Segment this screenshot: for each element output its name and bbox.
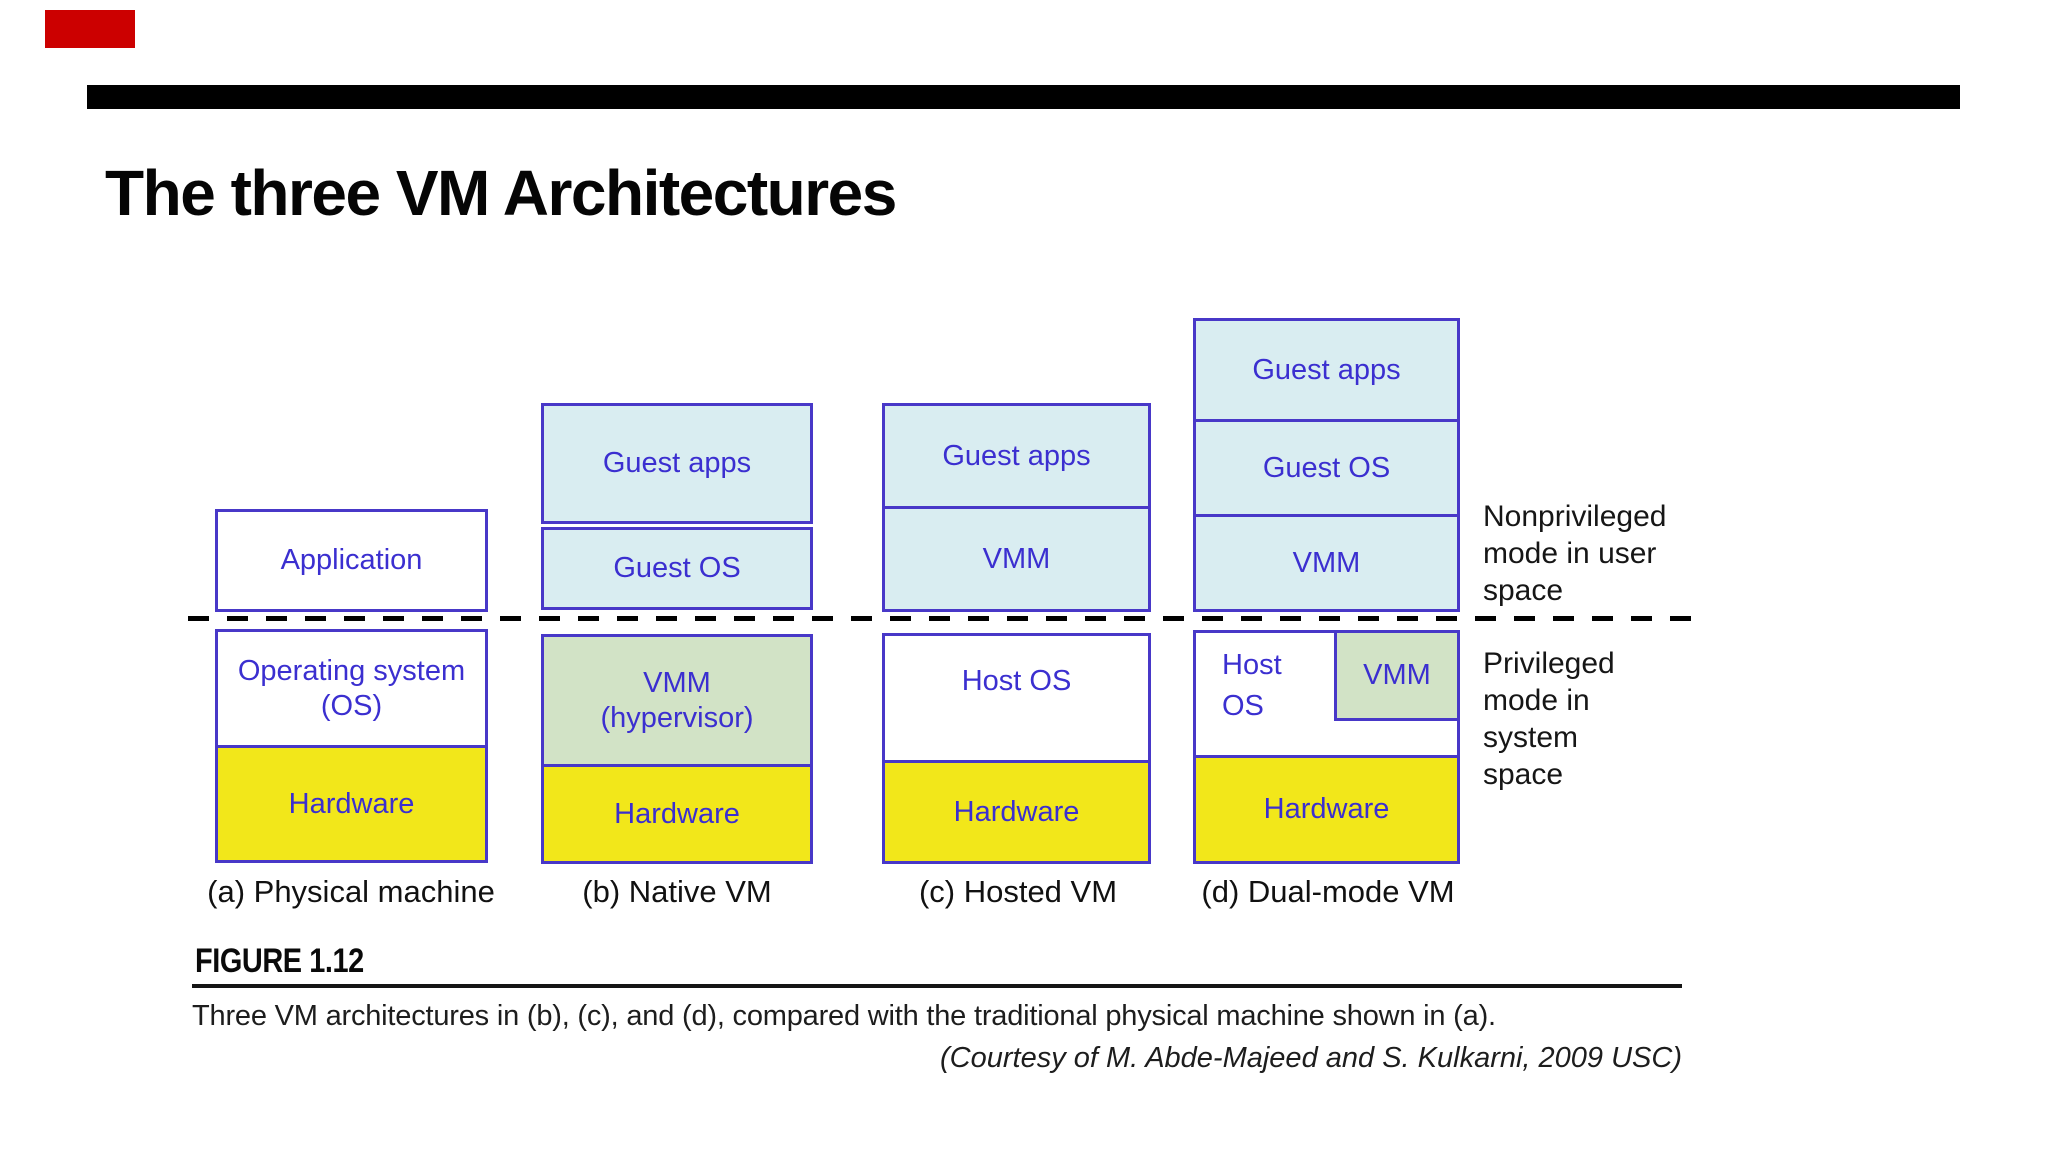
- hardware-label-c: Hardware: [953, 795, 1080, 828]
- hardware-box-a: Hardware: [215, 745, 488, 863]
- vmm-user-label-d: VMM: [1292, 546, 1361, 579]
- privileged-mode-label: Privileged mode in system space: [1483, 645, 1615, 793]
- caption-dual-mode-vm: (d) Dual-mode VM: [1201, 874, 1455, 909]
- figure-rule: [192, 984, 1682, 988]
- nonprivileged-line3: space: [1483, 574, 1564, 607]
- vmm-label-c: VMM: [982, 542, 1051, 575]
- hardware-box-d: Hardware: [1193, 755, 1460, 864]
- hardware-label-a: Hardware: [288, 787, 415, 820]
- nonprivileged-line2: mode in user: [1483, 537, 1657, 570]
- privilege-boundary-dashed-line: [188, 616, 1692, 621]
- guest-os-label-d: Guest OS: [1262, 451, 1391, 484]
- guest-apps-box-c: Guest apps: [882, 403, 1151, 509]
- figure-number-label: FIGURE 1.12: [195, 942, 364, 980]
- top-divider-bar: [87, 85, 1960, 109]
- os-label-line1: Operating system: [237, 654, 466, 687]
- guest-os-box-d: Guest OS: [1193, 419, 1460, 517]
- hardware-label-d: Hardware: [1263, 793, 1390, 825]
- hardware-box-c: Hardware: [882, 760, 1151, 864]
- slide-title: The three VM Architectures: [105, 157, 897, 229]
- privileged-line2: mode in: [1483, 684, 1590, 717]
- guest-apps-label-d: Guest apps: [1252, 353, 1401, 386]
- figure-caption: Three VM architectures in (b), (c), and …: [192, 1000, 1496, 1032]
- hardware-label-b: Hardware: [614, 797, 740, 830]
- caption-physical-machine: (a) Physical machine: [207, 874, 495, 909]
- guest-apps-box-d: Guest apps: [1193, 318, 1460, 422]
- vmm-label-line1-b: VMM: [643, 666, 711, 699]
- vmm-system-box-d: VMM: [1334, 630, 1460, 721]
- application-label: Application: [280, 544, 423, 576]
- caption-native-vm: (b) Native VM: [582, 874, 772, 909]
- privileged-line1: Privileged: [1483, 647, 1615, 680]
- guest-apps-label-c: Guest apps: [942, 439, 1091, 472]
- guest-apps-label-b: Guest apps: [602, 447, 752, 479]
- vmm-hypervisor-box-b: VMM (hypervisor): [541, 634, 813, 767]
- nonprivileged-mode-label: Nonprivileged mode in user space: [1483, 498, 1666, 609]
- operating-system-box-a: Operating system (OS): [215, 629, 488, 748]
- guest-os-box-b: Guest OS: [541, 527, 813, 610]
- figure-courtesy-credit: (Courtesy of M. Abde-Majeed and S. Kulka…: [940, 1042, 1682, 1074]
- host-os-label-c: Host OS: [961, 665, 1072, 697]
- application-box-a: Application: [215, 509, 488, 612]
- host-os-label-line1-d: Host: [1222, 649, 1282, 681]
- os-label-line2: (OS): [320, 689, 383, 722]
- red-corner-tag: [45, 10, 135, 48]
- host-os-label-line2-d: OS: [1222, 690, 1264, 722]
- vmm-user-box-d: VMM: [1193, 514, 1460, 612]
- privileged-line4: space: [1483, 758, 1564, 791]
- host-os-box-c: Host OS: [882, 633, 1151, 763]
- privileged-line3: system: [1483, 721, 1579, 754]
- vmm-box-c: VMM: [882, 506, 1151, 612]
- hardware-box-b: Hardware: [541, 764, 813, 864]
- guest-os-label-b: Guest OS: [613, 552, 741, 584]
- guest-apps-box-b: Guest apps: [541, 403, 813, 524]
- nonprivileged-line1: Nonprivileged: [1483, 500, 1667, 533]
- caption-hosted-vm: (c) Hosted VM: [918, 874, 1118, 909]
- vmm-label-line2-b: (hypervisor): [600, 701, 754, 734]
- vmm-system-label-d: VMM: [1363, 659, 1431, 691]
